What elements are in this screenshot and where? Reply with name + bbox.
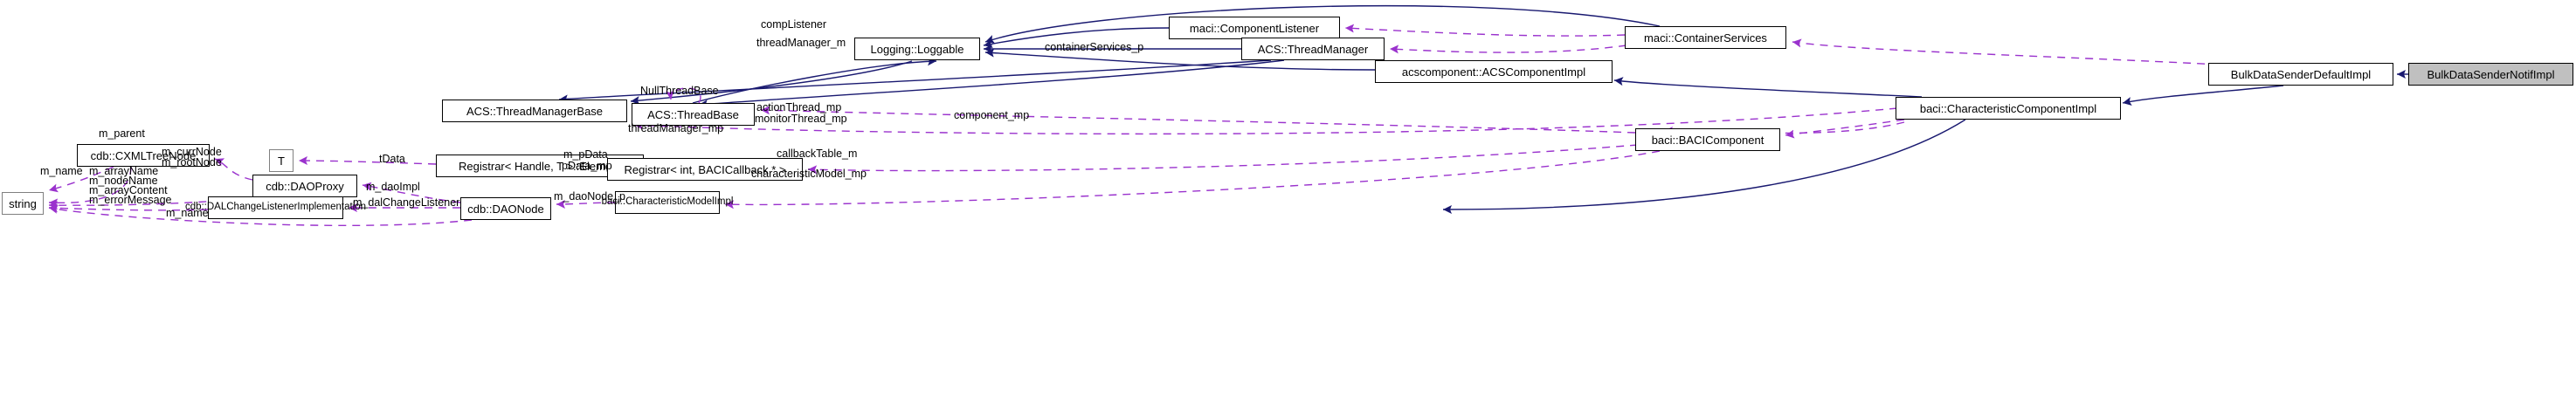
node-acs-threadmanager[interactable]: ACS::ThreadManager [1241,38,1385,60]
edge-label-tdata: tData [379,153,405,165]
node-acscomponent-acscomponentimpl[interactable]: acscomponent::ACSComponentImpl [1375,60,1613,83]
edge-label-m-nodename: m_nodeName [89,175,158,187]
node-bulkdatasendernotifimpl[interactable]: BulkDataSenderNotifImpl [2408,63,2573,86]
node-string[interactable]: string [2,192,44,215]
node-maci-containerservices[interactable]: maci::ContainerServices [1625,26,1786,49]
edge-label-component-mp: component_mp [954,109,1030,121]
edge-label-nullthreadbase: NullThreadBase [640,85,719,97]
inheritance-edges [558,4,2408,214]
node-registrar-int-bacicallback[interactable]: Registrar< int, BACICallback * > [607,158,803,181]
node-baci-bacicomponent[interactable]: baci::BACIComponent [1635,128,1780,151]
edge-label-actionthread-mp: actionThread_mp [756,101,842,113]
edge-label-m-pdata: m_pData [563,148,608,161]
edge-label-m-errormessage: m_errorMessage [89,194,172,206]
edge-label-containerservices-p: containerServices_p [1045,41,1144,53]
edge-label-m-dalchangelistener: m_dalChangeListener [353,196,460,209]
edge-label-m-rootnode: m_rootNode [162,156,222,168]
node-cdb-dalchangelistenerimplementation[interactable]: cdb::DALChangeListenerImplementation [185,196,366,219]
edge-label-m-parent: m_parent [99,127,145,140]
node-acs-threadmanagerbase[interactable]: ACS::ThreadManagerBase [442,100,627,122]
node-cdb-cxmltreenode[interactable]: cdb::CXMLTreeNode [77,144,210,167]
node-maci-componentlistener[interactable]: maci::ComponentListener [1169,17,1340,39]
edge-label-threadmanager-m: threadManager_m [756,37,846,49]
node-cdb-daoproxy[interactable]: cdb::DAOProxy [252,175,357,197]
association-edges [48,24,2220,226]
node-baci-characteristicmodelimpl[interactable]: baci::CharacteristicModelImpl [602,191,733,214]
edge-label-monitorthread-mp: monitorThread_mp [755,113,847,125]
edge-label-characteristicmodel-mp: characteristicModel_mp [751,168,867,180]
edge-label-pdata-mp: pData_mp [562,160,612,172]
edge-label-m-currnode: m_currNode [162,146,222,158]
edge-label-m-arraycontent: m_arrayContent [89,184,168,196]
node-baci-characteristiccomponentimpl[interactable]: baci::CharacteristicComponentImpl [1896,97,2121,120]
edge-label-callbacktable-m: callbackTable_m [777,148,858,160]
edge-label-m-arrayname: m_arrayName [89,165,159,177]
edge-label-m-daonode-p: m_daoNode_p [554,190,626,203]
edge-label-m-name-left: m_name [40,165,83,177]
edge-label-m-daoimpl: m_daoImpl [366,181,420,193]
node-acs-threadbase[interactable]: ACS::ThreadBase [632,103,755,126]
node-type-t[interactable]: T [269,149,294,172]
edge-label-complistener: compListener [761,18,827,31]
node-logging-loggable[interactable]: Logging::Loggable [854,38,980,60]
node-bulkdatasenderdefaultimpl[interactable]: BulkDataSenderDefaultImpl [2208,63,2393,86]
edge-label-threadmanager-mp: threadManager_mp [628,122,724,134]
node-cdb-daonode[interactable]: cdb::DAONode [460,197,551,220]
edge-label-m-name-bottom: m_name [166,207,209,219]
